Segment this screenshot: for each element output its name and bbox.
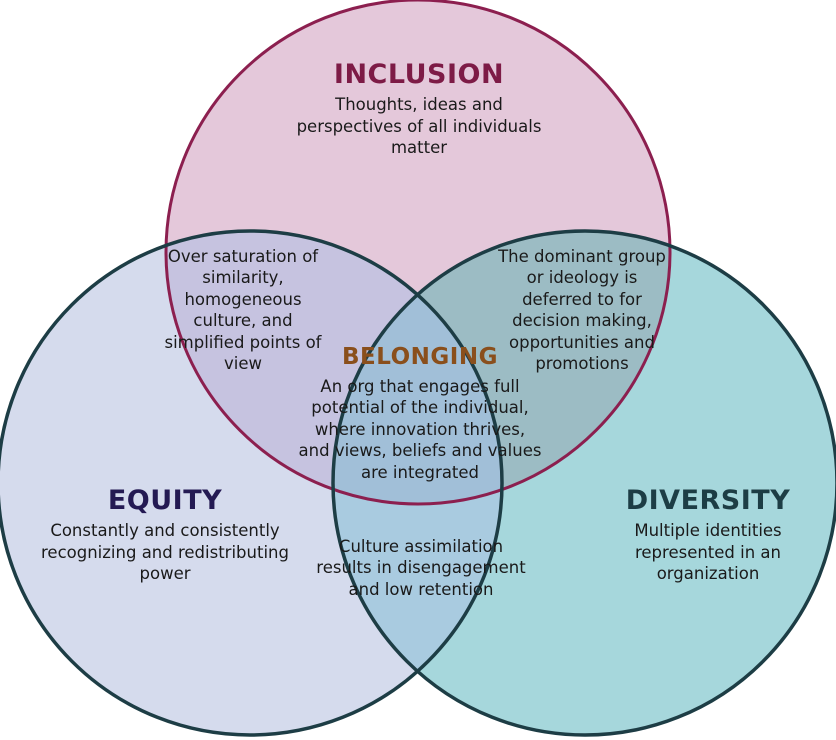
inclusion-diversity-text: The dominant group or ideology is deferr… xyxy=(498,247,666,374)
diversity-description: Multiple identities represented in an or… xyxy=(634,521,782,584)
circle-equity-outline[interactable] xyxy=(0,229,504,737)
inclusion-description: Thoughts, ideas and perspectives of all … xyxy=(296,95,542,158)
belonging-title: BELONGING xyxy=(342,344,498,370)
circle-inclusion-outline[interactable] xyxy=(164,0,672,506)
inclusion-equity-text: Over saturation of similarity, homogeneo… xyxy=(164,247,322,374)
equity-description: Constantly and consistently recognizing … xyxy=(41,521,289,584)
label-inclusion-equity-overlap: Over saturation of similarity, homogeneo… xyxy=(158,246,328,375)
diversity-title: DIVERSITY xyxy=(625,485,791,516)
inclusion-title: INCLUSION xyxy=(333,59,505,90)
equity-diversity-text: Culture assimilation results in disengag… xyxy=(316,537,526,599)
belonging-description: An org that engages full potential of th… xyxy=(298,376,542,482)
label-inclusion-diversity-overlap: The dominant group or ideology is deferr… xyxy=(492,246,672,375)
label-belonging-center: BELONGING An org that engages full poten… xyxy=(297,344,543,483)
label-equity-diversity-overlap: Culture assimilation results in disengag… xyxy=(312,536,530,600)
equity-title: EQUITY xyxy=(107,485,223,516)
circle-diversity-outline[interactable] xyxy=(331,229,836,737)
label-diversity: DIVERSITY Multiple identities represente… xyxy=(592,485,824,585)
label-inclusion: INCLUSION Thoughts, ideas and perspectiv… xyxy=(288,59,550,159)
label-equity: EQUITY Constantly and consistently recog… xyxy=(40,485,290,585)
